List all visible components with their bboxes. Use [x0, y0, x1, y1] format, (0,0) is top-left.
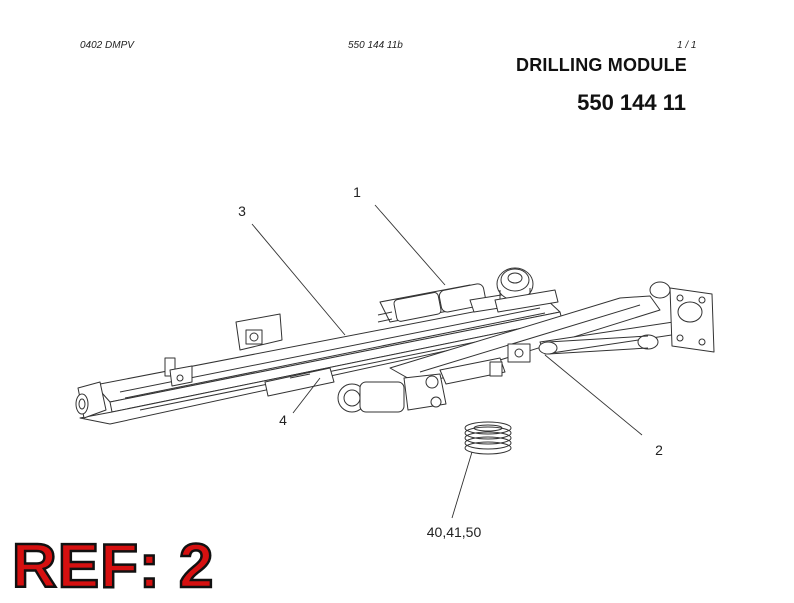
leader-line-40-41-50 — [451, 451, 473, 519]
front-post — [164, 357, 193, 387]
front-end-cap — [75, 381, 107, 419]
doc-revision: 550 144 11b — [348, 40, 403, 51]
callout-4: 4 — [279, 412, 287, 428]
callout-2: 2 — [655, 442, 663, 458]
beam-bracket — [235, 313, 283, 351]
doc-code: 0402 DMPV — [80, 40, 134, 51]
callout-1: 1 — [353, 184, 361, 200]
page-title: DRILLING MODULE — [516, 55, 687, 75]
center-joint — [507, 343, 531, 363]
cradle — [264, 367, 335, 397]
rear-pulley — [494, 267, 559, 313]
leader-line-2 — [544, 354, 643, 436]
reference-badge: REF: 2 — [11, 531, 215, 603]
mounting-plate — [649, 281, 715, 353]
coil-spring — [464, 421, 512, 455]
part-number: 550 144 11 — [577, 90, 686, 115]
leader-line-1 — [374, 204, 446, 286]
rotator-unit — [337, 357, 506, 413]
leader-line-4 — [292, 377, 321, 414]
leader-line-3 — [251, 223, 346, 336]
callout-3: 3 — [238, 203, 246, 219]
boom-arm — [389, 295, 706, 386]
callout-40-41-50: 40,41,50 — [427, 524, 482, 540]
page-indicator: 1 / 1 — [677, 40, 697, 51]
